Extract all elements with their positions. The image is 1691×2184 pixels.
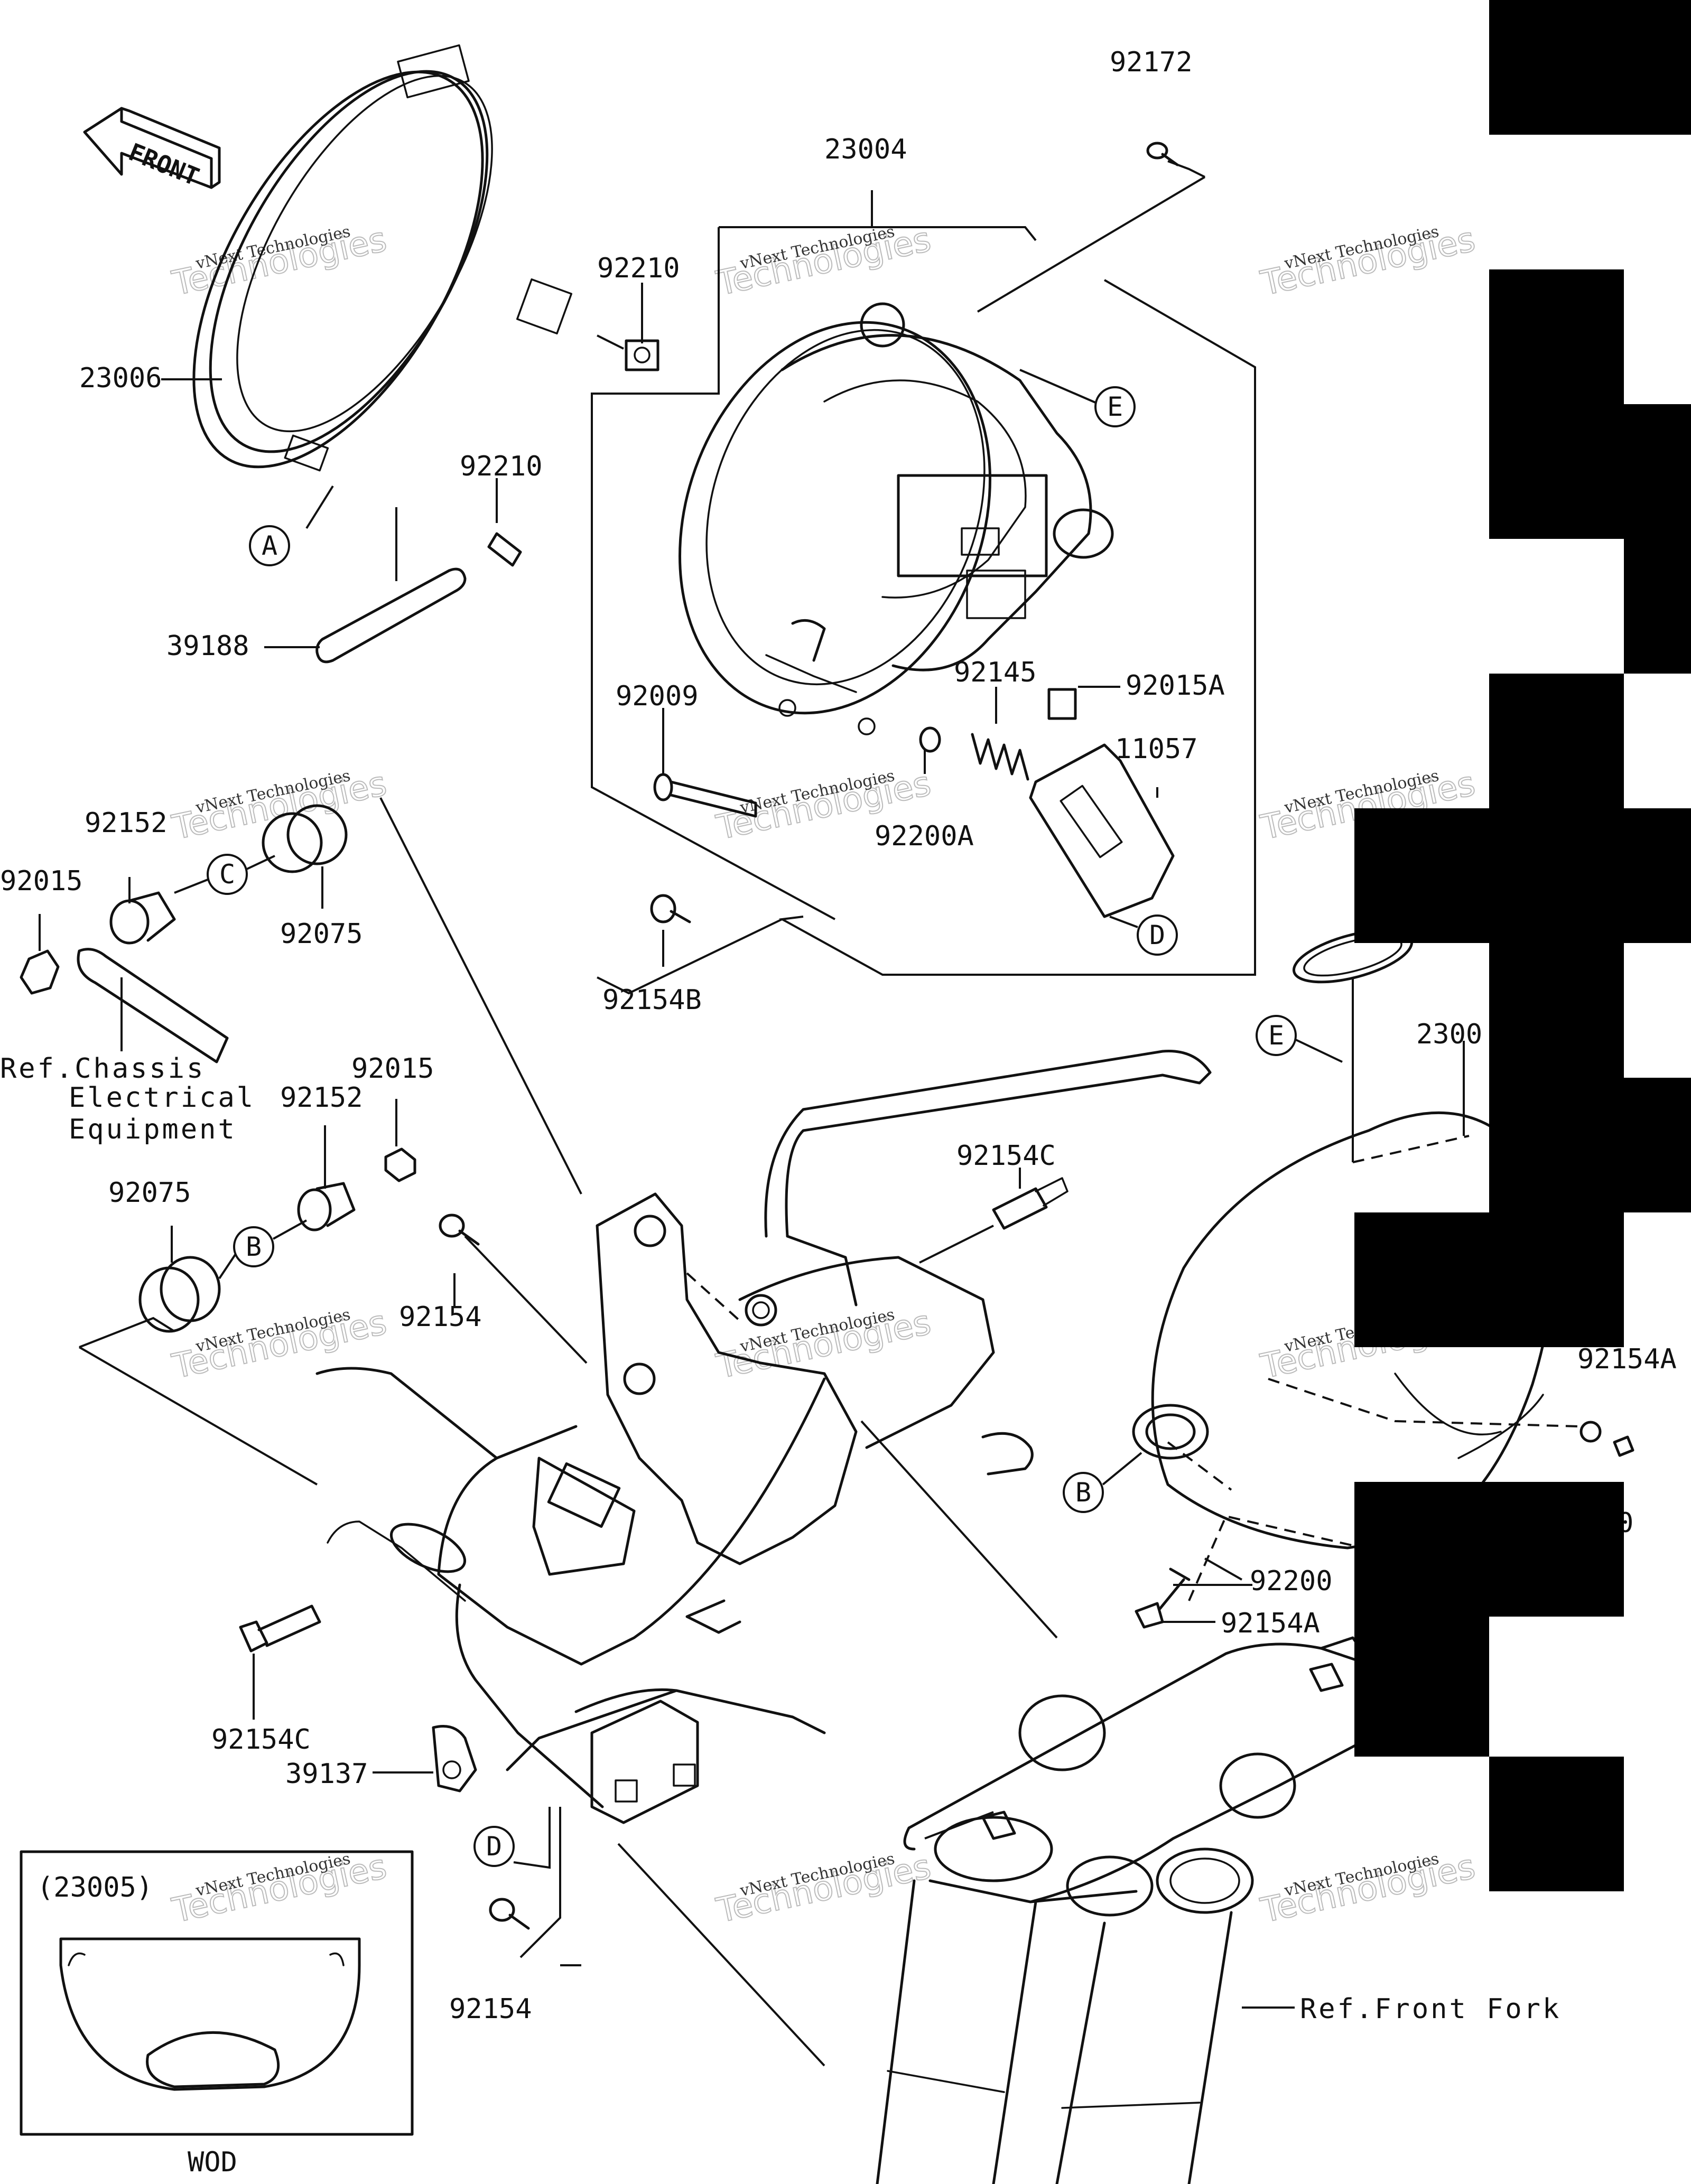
washer-92200A-icon bbox=[919, 726, 941, 753]
clip-92210-icon bbox=[625, 339, 659, 371]
ref-chassis-line3: Equipment bbox=[69, 1114, 237, 1145]
part-label-2300: 2300 bbox=[1416, 1019, 1482, 1050]
part-label-92075: 92075 bbox=[280, 918, 363, 950]
part-label-92015: 92015 bbox=[351, 1053, 434, 1085]
callout-D-label: D bbox=[1149, 920, 1165, 950]
rubber-92075-lower-icon bbox=[138, 1256, 221, 1333]
part-label-92152: 92152 bbox=[85, 807, 168, 839]
part-label-92200: 92200 bbox=[1250, 1565, 1333, 1597]
callout-A-label: A bbox=[262, 530, 277, 561]
part-label-39188: 39188 bbox=[166, 630, 249, 662]
callout-B-right: B bbox=[1063, 1472, 1104, 1513]
bolt-92154-upper-icon bbox=[439, 1214, 480, 1246]
bracket-11057-icon bbox=[1029, 743, 1175, 918]
part-label-92154A: 92154A bbox=[1577, 1343, 1677, 1375]
part-label-92210: 92210 bbox=[460, 451, 543, 482]
callout-C: C bbox=[207, 854, 248, 895]
part-label-92154C: 92154C bbox=[211, 1724, 311, 1756]
redaction-blocks bbox=[1354, 0, 1691, 1891]
callout-E-right-label: E bbox=[1268, 1020, 1284, 1051]
part-label-92015: 92015 bbox=[0, 865, 83, 897]
screw-92172-icon bbox=[1146, 142, 1179, 166]
part-label-23006: 23006 bbox=[79, 362, 162, 394]
ref-chassis-line2: Electrical bbox=[69, 1082, 255, 1114]
callout-C-label: C bbox=[219, 859, 235, 890]
nut-92015-left-icon bbox=[20, 949, 60, 995]
headlight-unit bbox=[679, 302, 1114, 735]
part-label-92154: 92154 bbox=[399, 1301, 482, 1333]
front-arrow-icon: FRONT bbox=[83, 107, 221, 191]
part-label-92172: 92172 bbox=[1110, 46, 1193, 78]
clip-92015A-icon bbox=[1047, 688, 1077, 720]
part-label-92154B: 92154B bbox=[602, 984, 702, 1016]
part-label-92200A: 92200A bbox=[875, 820, 974, 852]
bolt-92154B-icon bbox=[650, 894, 691, 923]
front-arrow-label: FRONT bbox=[125, 137, 203, 191]
headlight-bracket bbox=[315, 1050, 1212, 1824]
part-label-92210: 92210 bbox=[597, 253, 680, 284]
inset-caption: WOD bbox=[188, 2146, 237, 2178]
ref-front-fork: Ref.Front Fork bbox=[1300, 1993, 1561, 2025]
callout-E-right: E bbox=[1256, 1015, 1297, 1056]
sticker-39188-icon bbox=[315, 567, 467, 664]
part-label-39137: 39137 bbox=[285, 1758, 368, 1790]
part-label-92009: 92009 bbox=[616, 680, 699, 712]
front-fork bbox=[876, 1636, 1386, 2184]
bolt-92009-icon bbox=[653, 773, 757, 818]
rubber-92075-upper-icon bbox=[262, 804, 348, 873]
callout-B-left: B bbox=[233, 1226, 274, 1267]
callout-D-top: D bbox=[1137, 914, 1178, 956]
part-label-92152: 92152 bbox=[280, 1082, 363, 1114]
part-label-92154: 92154 bbox=[449, 1993, 532, 2025]
part-label-92145: 92145 bbox=[954, 657, 1037, 688]
washer-92200-icon bbox=[1169, 1567, 1191, 1581]
nut-92015-lower-icon bbox=[384, 1147, 416, 1182]
callout-B-label: B bbox=[246, 1231, 262, 1262]
reference-labels: Ref.Chassis Electrical Equipment Ref.Fro… bbox=[0, 1053, 1561, 2025]
inset-shell-icon bbox=[59, 1937, 361, 2091]
washer-right-icon bbox=[1579, 1421, 1602, 1443]
collar-92152-lower-icon bbox=[297, 1182, 356, 1231]
callout-D-bottom-label: D bbox=[486, 1831, 502, 1862]
ref-chassis-line1: Ref.Chassis bbox=[0, 1053, 205, 1085]
part-label-92075: 92075 bbox=[108, 1177, 191, 1209]
callout-E-label: E bbox=[1107, 391, 1123, 422]
callout-A: A bbox=[249, 525, 290, 566]
ground-strap-icon bbox=[77, 948, 229, 1063]
bolt-92154C-upper-icon bbox=[992, 1177, 1069, 1230]
part-label-11057: 11057 bbox=[1115, 733, 1198, 765]
callout-D-bottom: D bbox=[473, 1826, 515, 1867]
inset-part-label: (23005) bbox=[37, 1872, 153, 1903]
bolt-92154A-upper-icon bbox=[1613, 1435, 1634, 1457]
bolt-92154-lower-icon bbox=[489, 1898, 530, 1930]
part-label-23004: 23004 bbox=[824, 134, 907, 165]
part-label-92154C: 92154C bbox=[956, 1140, 1056, 1172]
leader-lines bbox=[39, 283, 1581, 2067]
part-label-92015A: 92015A bbox=[1126, 670, 1225, 702]
headlight-rim bbox=[192, 44, 573, 472]
screw-92210-icon bbox=[487, 532, 522, 567]
part-label-92154A: 92154A bbox=[1221, 1608, 1320, 1639]
bolt-92154C-lower-icon bbox=[239, 1604, 321, 1653]
leader-23004 bbox=[719, 226, 1037, 241]
bolt-92154A-lower-icon bbox=[1135, 1578, 1185, 1629]
inset-23005: (23005) WOD bbox=[20, 1850, 414, 2178]
collar-92152-upper-icon bbox=[109, 891, 176, 945]
spring-92145-icon bbox=[971, 733, 1029, 781]
callout-E-top: E bbox=[1094, 386, 1136, 427]
callout-B-right-label: B bbox=[1075, 1477, 1091, 1508]
